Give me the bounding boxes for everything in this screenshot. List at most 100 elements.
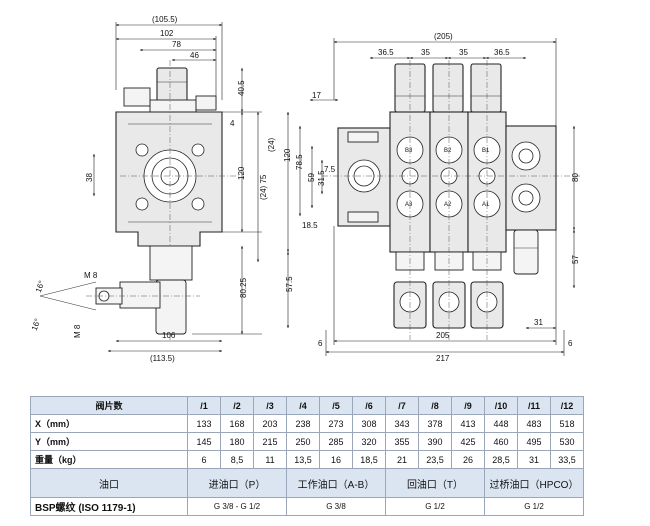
row-label: 油口	[30, 468, 188, 498]
table-cell: 378	[418, 414, 452, 433]
dim-front-right-80: 80	[571, 173, 580, 182]
front-view: (205) 36.5 35 35 36.5	[267, 32, 580, 363]
technical-drawing: (105.5) 102 78 46	[30, 15, 580, 363]
dim-front-left-31-5: 31.5	[317, 170, 326, 186]
table-cell: 133	[187, 414, 221, 433]
table-cell: 238	[286, 414, 320, 433]
port-label-b3: B3	[405, 148, 413, 154]
dim-front-left-18-5: 18.5	[302, 221, 318, 230]
table-cell: 145	[187, 432, 221, 451]
table-cell: 343	[385, 414, 419, 433]
dim-front-right-57: 57	[571, 255, 580, 264]
dim-right-24-75: (24) 75	[259, 174, 268, 200]
row-label: X（mm）	[30, 414, 188, 433]
bsp-work: G 3/8	[286, 497, 386, 516]
col-header: /11	[517, 396, 551, 415]
dim-top-78: 78	[172, 40, 181, 49]
col-header: /1	[187, 396, 221, 415]
table-cell: 168	[220, 414, 254, 433]
dim-front-left-78-5: 78.5	[295, 154, 304, 170]
dim-front-left-59: 59	[307, 173, 316, 182]
table-cell: 518	[550, 414, 584, 433]
col-header: /2	[220, 396, 254, 415]
table-cell: 28,5	[484, 450, 518, 469]
col-header: /10	[484, 396, 518, 415]
angle-label-2: 16°	[30, 317, 43, 331]
table-cell: 273	[319, 414, 353, 433]
dim-right-40-5: 40.5	[237, 80, 246, 96]
table-row-weight: 重量（kg） 6 8,5 11 13,5 16 18,5 21 23,5 26 …	[30, 450, 584, 469]
header-label: 阀片数	[30, 396, 188, 415]
col-header: /9	[451, 396, 485, 415]
table-cell: 203	[253, 414, 287, 433]
table-cell: 495	[517, 432, 551, 451]
dim-top-105-5: (105.5)	[152, 15, 178, 24]
table-cell: 355	[385, 432, 419, 451]
spec-table: 阀片数 /1 /2 /3 /4 /5 /6 /7 /8 /9 /10 /11 /…	[30, 396, 584, 516]
dim-front-left-57-5: 57.5	[285, 276, 294, 292]
dim-right-120: 120	[237, 166, 246, 180]
col-header: /6	[352, 396, 386, 415]
table-cell: 460	[484, 432, 518, 451]
dim-front-top-35-a: 35	[421, 48, 430, 57]
port-work: 工作油口（A-B）	[286, 468, 386, 498]
port-label-a2: A2	[444, 202, 452, 208]
row-label: 重量（kg）	[30, 450, 188, 469]
col-header: /4	[286, 396, 320, 415]
dim-right-80-25: 80.25	[239, 277, 248, 298]
col-header: /3	[253, 396, 287, 415]
table-cell: 425	[451, 432, 485, 451]
table-cell: 31	[517, 450, 551, 469]
table-cell: 13,5	[286, 450, 320, 469]
row-label: BSP螺纹 (ISO 1179-1)	[30, 497, 188, 516]
table-cell: 320	[352, 432, 386, 451]
header-row: 阀片数 /1 /2 /3 /4 /5 /6 /7 /8 /9 /10 /11 /…	[30, 396, 584, 415]
table-cell: 33,5	[550, 450, 584, 469]
dim-front-left-17: 17	[312, 91, 321, 100]
table-cell: 26	[451, 450, 485, 469]
thread-label-1: M 8	[84, 271, 98, 280]
bsp-bridge: G 1/2	[484, 497, 584, 516]
table-cell: 215	[253, 432, 287, 451]
dim-right-4: 4	[230, 119, 235, 128]
dim-bottom-106: 106	[162, 331, 176, 340]
col-header: /7	[385, 396, 419, 415]
dim-front-bottom-205: 205	[436, 331, 450, 340]
table-cell: 18,5	[352, 450, 386, 469]
port-label-a3: A3	[405, 202, 413, 208]
row-label: Y（mm）	[30, 432, 188, 451]
dim-front-top-36-5-b: 36.5	[494, 48, 510, 57]
table-row-bsp: BSP螺纹 (ISO 1179-1) G 3/8 - G 1/2 G 3/8 G…	[30, 497, 584, 516]
bsp-return: G 1/2	[385, 497, 485, 516]
col-header: /12	[550, 396, 584, 415]
table-cell: 413	[451, 414, 485, 433]
dim-front-left-7-5: 7.5	[324, 165, 336, 174]
col-header: /8	[418, 396, 452, 415]
dim-front-top-35-b: 35	[459, 48, 468, 57]
dim-front-bottom-6-b: 6	[568, 339, 573, 348]
dim-left-38: 38	[85, 173, 94, 182]
table-cell: 285	[319, 432, 353, 451]
table-row-y: Y（mm） 145 180 215 250 285 320 355 390 42…	[30, 432, 584, 451]
dim-bottom-113-5: (113.5)	[150, 354, 175, 363]
table-cell: 448	[484, 414, 518, 433]
table-cell: 390	[418, 432, 452, 451]
port-return: 回油口（T）	[385, 468, 485, 498]
thread-label-2: M 8	[73, 324, 82, 338]
table-cell: 11	[253, 450, 287, 469]
table-cell: 483	[517, 414, 551, 433]
dim-front-left-120: 120	[283, 148, 292, 162]
dim-front-bottom-217: 217	[436, 354, 450, 363]
dim-front-bottom-6-a: 6	[318, 339, 323, 348]
dim-top-102: 102	[160, 29, 174, 38]
side-view: (105.5) 102 78 46	[30, 15, 268, 363]
col-header: /5	[319, 396, 353, 415]
port-label-b1: B1	[482, 148, 490, 154]
dim-top-46: 46	[190, 51, 199, 60]
dim-front-right-31: 31	[534, 318, 543, 327]
table-cell: 6	[187, 450, 221, 469]
table-cell: 530	[550, 432, 584, 451]
dim-front-top-205: (205)	[434, 32, 453, 41]
table-row-x: X（mm） 133 168 203 238 273 308 343 378 41…	[30, 414, 584, 433]
dim-front-left-24: (24)	[267, 137, 276, 152]
